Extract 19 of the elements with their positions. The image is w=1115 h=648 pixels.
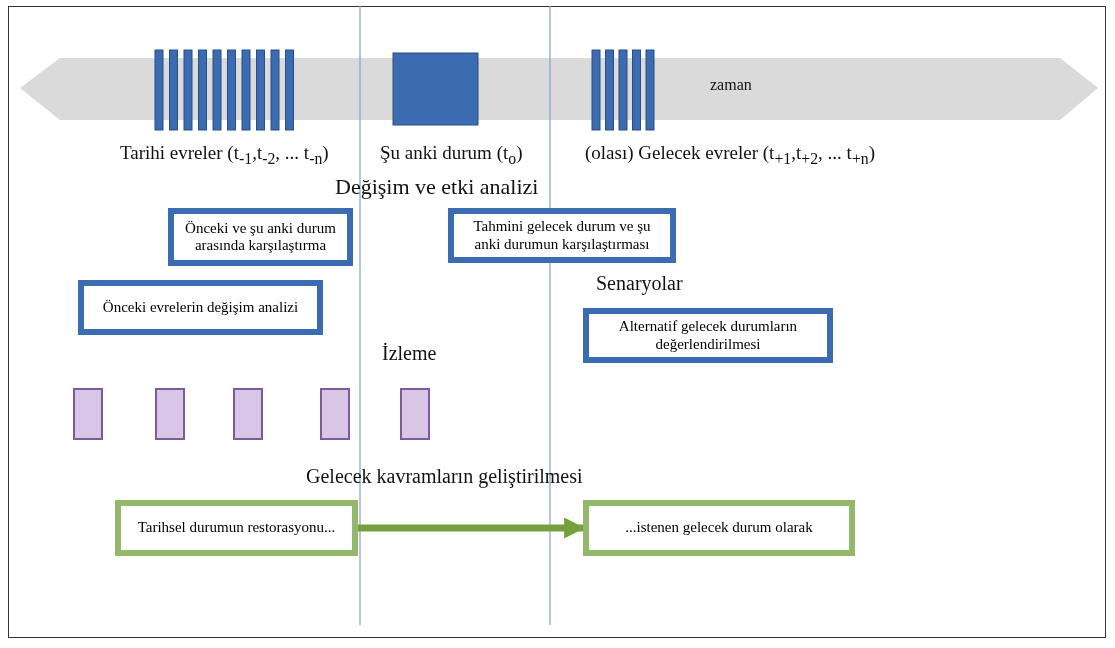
process-box: Önceki ve şu anki durum arasında karşılaştırma [168,208,353,266]
process-box: ...istenen gelecek durum olarak [583,500,855,556]
empty-box [155,388,185,440]
empty-box [233,388,263,440]
section-heading: İzleme [382,342,437,365]
phase-label: Tarihi evreler (t$_{-1}$,t$_{-2}$, ... t$_{-n}$) [120,142,329,168]
axis-label: zaman [710,76,752,94]
empty-box [320,388,350,440]
empty-box [400,388,430,440]
empty-box [73,388,103,440]
process-box: Tarihsel durumun restorasyonu... [115,500,358,556]
phase-label: Şu anki durum (t$_{o}$) [380,142,523,168]
phase-label: (olası) Gelecek evreler (t$_{+1}$,t$_{+2}$, ... t$_{+n}$) [585,142,876,168]
section-heading: Gelecek kavramların geliştirilmesi [306,465,583,488]
section-heading: Değişim ve etki analizi [335,174,539,200]
process-box: Alternatif gelecek durumların değerlendirilmesi [583,308,833,363]
process-box: Tahmini gelecek durum ve şu anki durumun karşılaştırması [448,208,676,263]
process-box: Önceki evrelerin değişim analizi [78,280,323,335]
section-heading: Senaryolar [596,272,683,295]
